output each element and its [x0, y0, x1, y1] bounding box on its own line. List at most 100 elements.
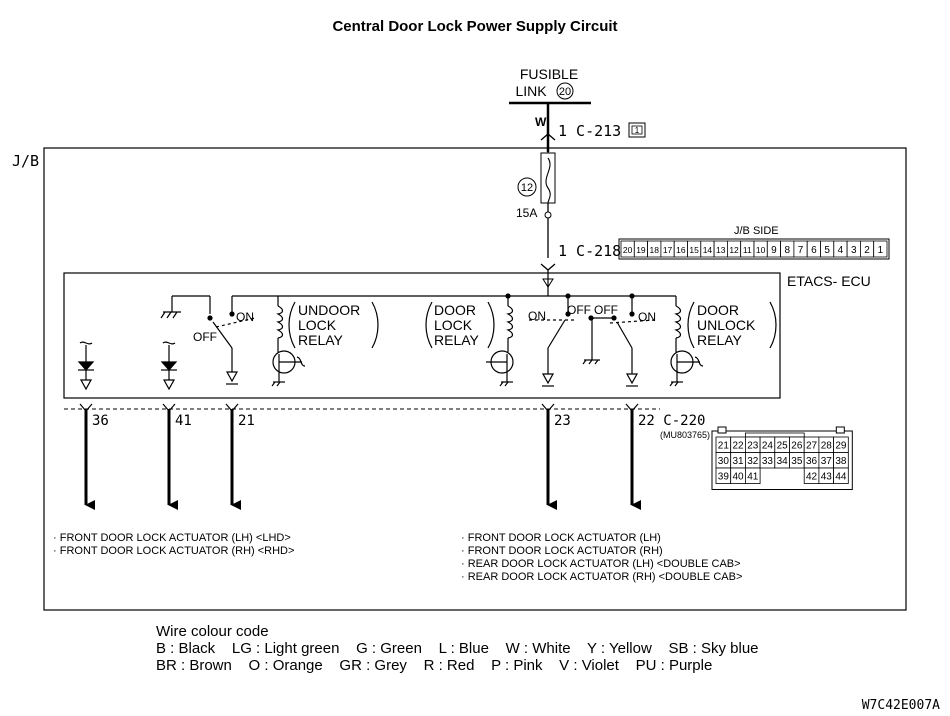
jb-side-pin-label: 12 — [729, 245, 739, 255]
switch-on-label: ON — [236, 310, 254, 324]
wire-color-w: W — [535, 115, 547, 129]
c220-pin-label: 34 — [777, 456, 789, 467]
terminal-22-c220: 22 C-220 — [638, 413, 705, 429]
jb-side-pin-label: 8 — [784, 245, 790, 256]
terminal-36: 36 — [92, 413, 109, 429]
c220-pin-label: 26 — [791, 441, 803, 452]
switch-on-label-2: ON — [528, 309, 546, 323]
jb-side-pin-label: 16 — [676, 245, 686, 255]
c220-pin-label: 42 — [806, 472, 818, 483]
undoor-text: UNDOOR — [298, 302, 360, 318]
door-unlock-coil — [669, 296, 704, 387]
door-lock-relay-label: DOOR LOCK RELAY — [425, 301, 495, 349]
c220-pin-label: 41 — [747, 472, 759, 483]
undoor-lock-relay-label: UNDOOR LOCK RELAY — [288, 301, 379, 349]
door-text-3: DOOR — [697, 302, 739, 318]
jb-side-pin-label: 11 — [743, 245, 752, 255]
jb-side-pin-label: 1 — [878, 245, 884, 256]
jb-label: J/B — [12, 152, 39, 170]
output-wires — [84, 409, 641, 510]
figure-id: W7C42E007A — [862, 698, 940, 713]
c220-pin — [745, 467, 761, 484]
c220-pin-label: 40 — [732, 472, 744, 483]
right-destination-notes: · FRONT DOOR LOCK ACTUATOR (LH) · FRONT … — [461, 532, 742, 583]
door-lock-coil — [486, 293, 514, 387]
switch-off-label-3: OFF — [594, 303, 618, 317]
door-unlock-relay-label: DOOR UNLOCK RELAY — [687, 301, 777, 349]
jb-side-pin-label: 4 — [838, 245, 844, 256]
jb-side-label: J/B SIDE — [734, 225, 779, 237]
relay-text: RELAY — [298, 332, 344, 348]
jb-box — [43, 147, 907, 611]
c220-pin-label: 28 — [821, 441, 833, 452]
right-note: · FRONT DOOR LOCK ACTUATOR (RH) — [461, 545, 663, 557]
c220-pin-label: 38 — [835, 456, 847, 467]
left-note: · FRONT DOOR LOCK ACTUATOR (RH) <RHD> — [53, 545, 294, 557]
relay-text-2: RELAY — [434, 332, 480, 348]
connector-c218: 1 C-218 — [558, 242, 621, 260]
fuse-rating: 15A — [516, 206, 537, 220]
jb-side-pin-label: 17 — [663, 245, 673, 255]
c220-pin-label: 31 — [732, 456, 744, 467]
connector-c213: 1 C-213 — [558, 122, 621, 140]
fusible-label: FUSIBLE — [520, 66, 578, 82]
etacs-ecu-label: ETACS- ECU — [787, 273, 871, 289]
c220-pin-label: 39 — [718, 472, 730, 483]
link-label: LINK — [515, 83, 547, 99]
c220-pin-label: 21 — [718, 441, 730, 452]
diagram-title: Central Door Lock Power Supply Circuit — [332, 18, 617, 35]
jb-side-pin-label: 5 — [824, 245, 830, 256]
connector-part-number: (MU803765) — [660, 430, 710, 440]
jb-side-pin-label: 20 — [623, 245, 633, 255]
c220-pin-label: 35 — [791, 456, 803, 467]
unlock-text: UNLOCK — [697, 317, 756, 333]
c220-pin-label: 23 — [747, 441, 759, 452]
lock-text-2: LOCK — [434, 317, 473, 333]
jb-side-pin-label: 2 — [864, 245, 870, 256]
lock-unlock-switches — [529, 293, 656, 387]
jb-side-pin-label: 7 — [798, 245, 804, 256]
jb-side-pin-label: 19 — [636, 245, 646, 255]
fuse-number: 12 — [521, 182, 533, 194]
door-text: DOOR — [434, 302, 476, 318]
jb-side-pin-label: 18 — [650, 245, 660, 255]
c220-pin-label: 43 — [821, 472, 833, 483]
connector-ticks — [79, 403, 639, 412]
right-note: · REAR DOOR LOCK ACTUATOR (RH) <DOUBLE C… — [461, 571, 742, 583]
fusible-link: FUSIBLE LINK 20 — [509, 66, 591, 105]
etacs-ecu-box — [63, 272, 781, 399]
jb-side-pin-label: 14 — [703, 245, 713, 255]
left-note: · FRONT DOOR LOCK ACTUATOR (LH) <LHD> — [53, 532, 291, 544]
left-destination-notes: · FRONT DOOR LOCK ACTUATOR (LH) <LHD> · … — [53, 532, 294, 557]
c220-pin-label: 30 — [718, 456, 730, 467]
jb-side-pin-label: 13 — [716, 245, 726, 255]
c220-pin-label: 37 — [821, 456, 833, 467]
c220-pin-label: 25 — [777, 441, 789, 452]
wire-code-heading: Wire colour code — [156, 623, 269, 640]
terminal-41: 41 — [175, 413, 192, 429]
c220-pin — [833, 467, 849, 484]
switch-on-label-3: ON — [638, 310, 656, 324]
diode-41 — [160, 341, 178, 391]
switch-off-label-2: OFF — [567, 303, 591, 317]
jb-side-pin-label: 9 — [771, 245, 777, 256]
terminal-23: 23 — [554, 413, 571, 429]
left-ground-circuit — [160, 295, 211, 319]
c220-pin-label: 36 — [806, 456, 818, 467]
undoor-lock-switch — [207, 296, 256, 385]
terminal-21: 21 — [238, 413, 255, 429]
relay-text-3: RELAY — [697, 332, 743, 348]
jb-side-pin-label: 10 — [756, 245, 766, 255]
right-note: · FRONT DOOR LOCK ACTUATOR (LH) — [461, 532, 661, 544]
right-note: · REAR DOOR LOCK ACTUATOR (LH) <DOUBLE C… — [461, 558, 741, 570]
wire-colour-code: Wire colour code B : Black LG : Light gr… — [156, 623, 759, 674]
fusible-link-number: 20 — [559, 86, 571, 98]
diode-36 — [77, 341, 95, 391]
wire-code-line2: BR : Brown O : Orange GR : Grey R : Red … — [156, 657, 712, 674]
note-box-number: 1 — [635, 126, 640, 135]
c220-pin-label: 29 — [835, 441, 847, 452]
